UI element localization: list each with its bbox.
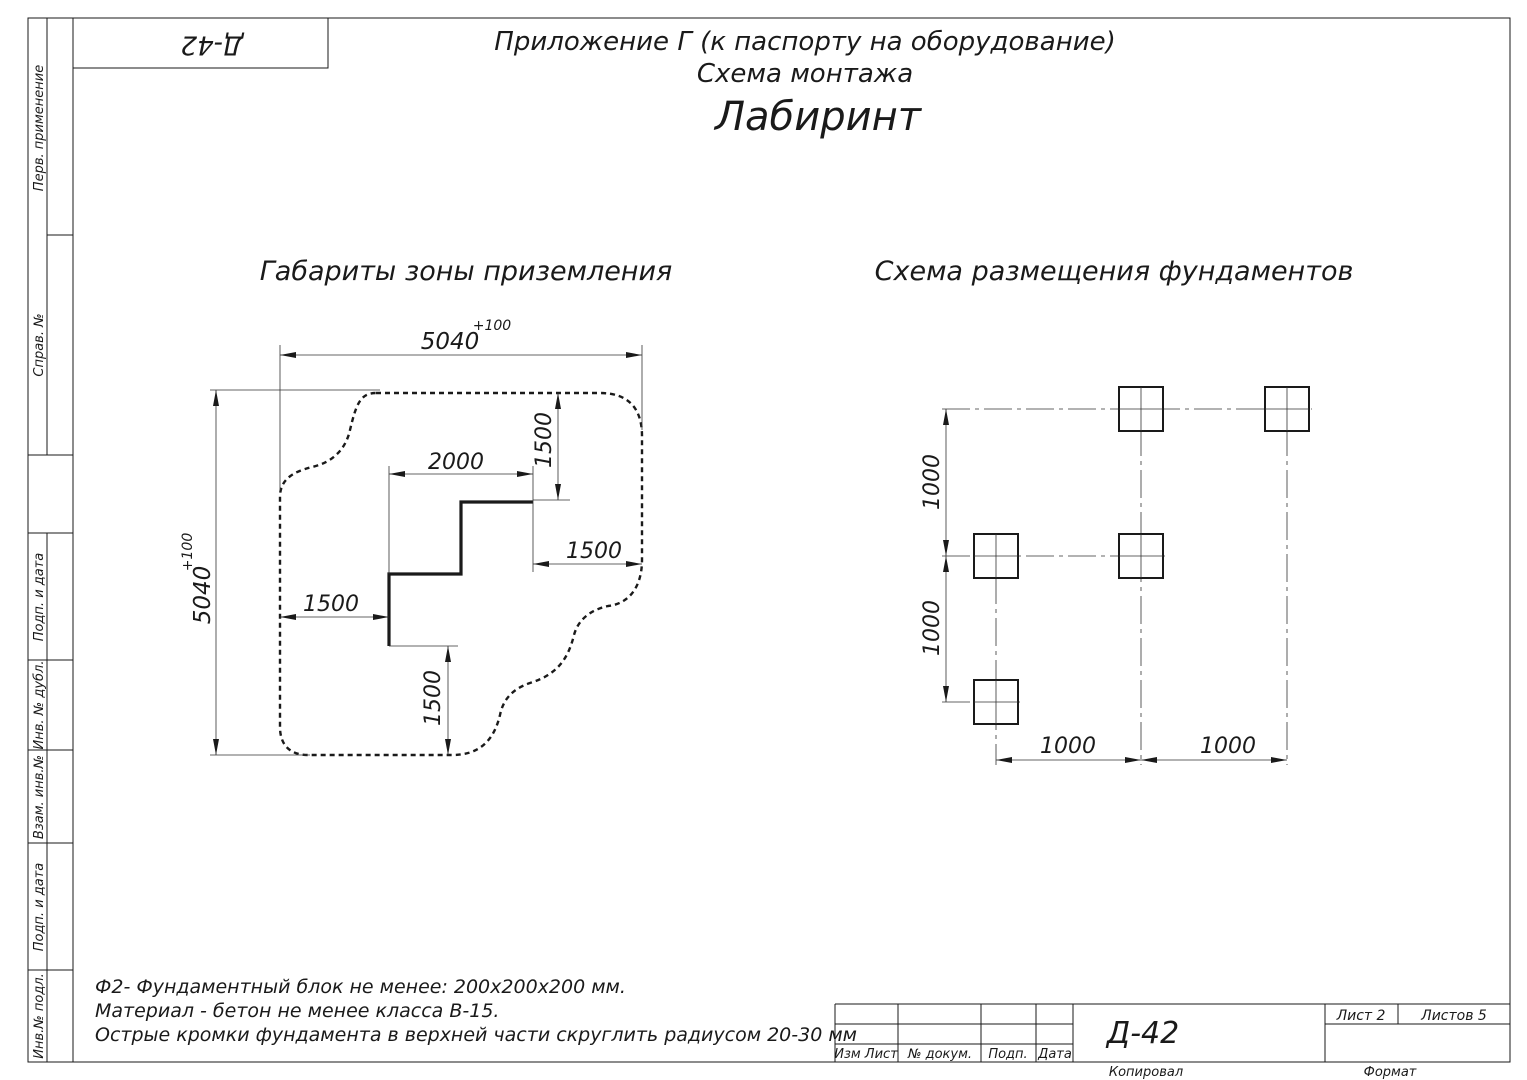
dim-left-1500-label: 1500: [303, 592, 359, 617]
dim-bottom-1500: [389, 645, 458, 755]
tb-col-data: Дата: [1037, 1047, 1072, 1062]
sheet-frame: [27, 17, 1511, 1063]
code-stamp: Д-42: [181, 30, 245, 60]
title-line-1: Приложение Г (к паспорту на оборудование…: [494, 27, 1115, 57]
dim-height-5040: [210, 389, 380, 756]
right-view-heading: Схема размещения фундаментов: [875, 256, 1354, 287]
dim-width-5040: [279, 345, 643, 490]
tb-list: Лист 2: [1336, 1008, 1386, 1024]
tb-kopiroval: Копировал: [1109, 1065, 1183, 1080]
tb-col-podp: Подп.: [988, 1047, 1027, 1062]
dim-inner-2000: [388, 466, 534, 574]
dim-vertical-1000: [943, 409, 949, 702]
left-view-heading: Габариты зоны приземления: [260, 256, 673, 287]
margin-label-perv: Перв. применение: [32, 65, 47, 191]
dim-right-1500-label: 1500: [566, 539, 622, 564]
margin-label-inv-podl: Инв.№ подл.: [32, 973, 47, 1059]
note-line-1: Ф2- Фундаментный блок не менее: 200x200x…: [95, 976, 626, 998]
labyrinth-wall: [387, 500, 533, 646]
block-centerlines: [974, 387, 1309, 724]
title-line-2: Схема монтажа: [697, 59, 913, 89]
dim-h-right-label: 1000: [1200, 734, 1256, 759]
note-line-3: Острые кромки фундамента в верхней части…: [95, 1024, 857, 1046]
dim-right-1500: [532, 502, 642, 572]
dim-v-upper-label: 1000: [920, 454, 945, 510]
margin-label-podp1: Подп. и дата: [32, 553, 47, 642]
dim-horizontal-1000: [996, 757, 1287, 763]
tb-designation: Д-42: [1105, 1016, 1179, 1051]
margin-label-vzam: Взам. инв.№: [32, 755, 47, 839]
title-main: Лабиринт: [713, 94, 923, 140]
dim-inner-2000-label: 2000: [428, 450, 484, 475]
margin-label-podp2: Подп. и дата: [32, 863, 47, 952]
margin-label-sprav: Справ. №: [32, 313, 47, 376]
dim-left-1500: [280, 614, 389, 620]
dim-width-label: 5040: [421, 329, 480, 355]
dim-width-tolerance: +100: [473, 318, 512, 334]
tb-listov: Листов 5: [1420, 1008, 1487, 1024]
dim-height-label: 5040: [190, 566, 216, 625]
dim-v-lower-label: 1000: [920, 600, 945, 656]
dim-height-tolerance: +100: [180, 533, 196, 572]
dim-top-1500-label: 1500: [532, 412, 557, 468]
tb-col-dokum: № докум.: [907, 1047, 972, 1062]
tb-col-izm-list: Изм Лист: [834, 1047, 898, 1062]
title-block: [834, 1003, 1510, 1062]
landing-zone-outline: [278, 391, 644, 757]
note-line-2: Материал - бетон не менее класса В-15.: [95, 1000, 499, 1022]
margin-label-inv-dubl: Инв. № дубл.: [32, 661, 47, 750]
dim-top-1500: [533, 393, 570, 501]
tb-format: Формат: [1364, 1065, 1417, 1080]
dim-h-left-label: 1000: [1040, 734, 1096, 759]
dim-bottom-1500-label: 1500: [421, 670, 446, 726]
